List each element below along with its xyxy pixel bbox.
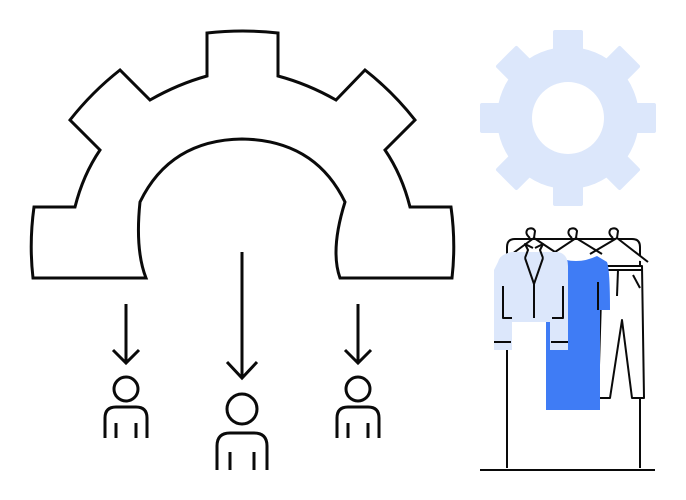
person-left-icon — [103, 375, 149, 438]
person-center-icon — [215, 392, 269, 470]
light-blue-gear-icon — [480, 30, 656, 206]
arrow-center-icon — [225, 252, 259, 381]
jacket-icon — [494, 227, 568, 350]
person-right-icon — [335, 375, 381, 438]
arrow-right-icon — [343, 304, 373, 366]
arrow-left-icon — [111, 304, 141, 366]
half-gear-outline-icon — [29, 29, 456, 280]
